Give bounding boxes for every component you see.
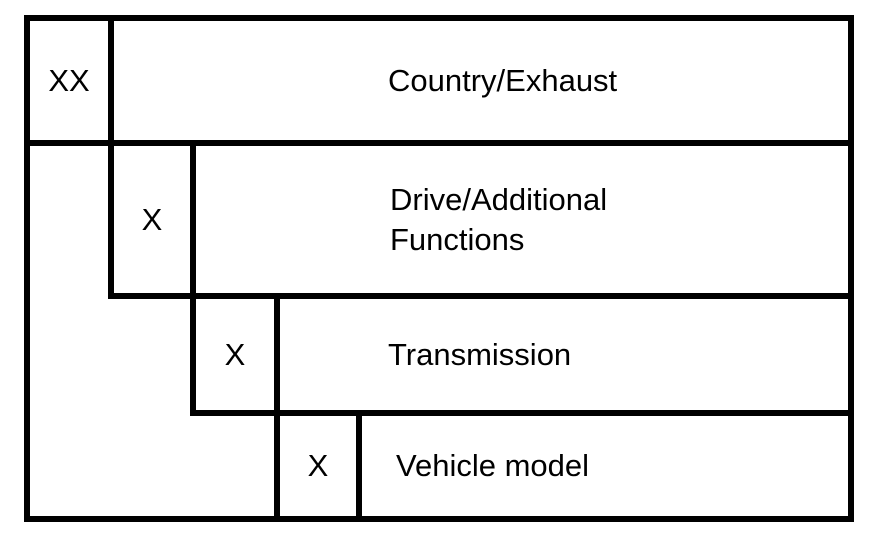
divider-line-col2 bbox=[190, 140, 196, 416]
border-line-bottom bbox=[24, 516, 854, 522]
divider-line-col3 bbox=[274, 293, 280, 522]
label-vehicle-model: Vehicle model bbox=[396, 448, 590, 483]
code-cell-vehicle-model: X bbox=[307, 448, 329, 483]
code-cell-drive-additional-functions: X bbox=[141, 201, 163, 237]
border-line-top bbox=[24, 15, 854, 21]
border-line-left bbox=[24, 15, 30, 522]
border-line-right bbox=[848, 15, 854, 522]
label-transmission: Transmission bbox=[388, 336, 572, 372]
code-cell-transmission: X bbox=[224, 336, 246, 372]
divider-line-col1 bbox=[108, 15, 114, 299]
divider-line-row1-row2 bbox=[24, 140, 854, 146]
divider-line-row2-row3 bbox=[108, 293, 854, 299]
label-drive-additional-functions: Drive/Additional Functions bbox=[390, 181, 608, 257]
divider-line-row3-row4 bbox=[190, 410, 854, 416]
code-cell-country-exhaust: XX bbox=[48, 62, 90, 98]
divider-line-col4 bbox=[356, 410, 362, 522]
label-country-exhaust: Country/Exhaust bbox=[388, 62, 618, 98]
